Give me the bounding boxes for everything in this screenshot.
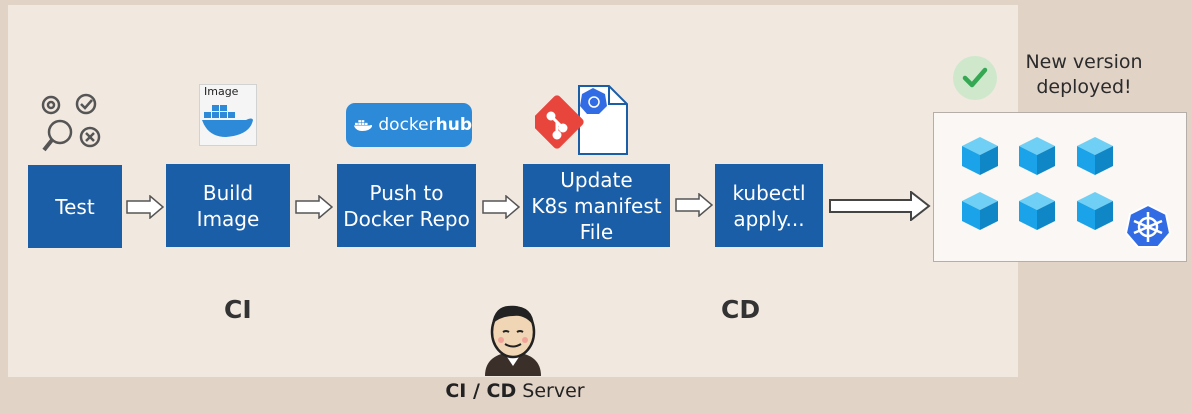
pod-cube-icon	[962, 137, 998, 175]
pod-cube-icon	[1077, 137, 1113, 175]
test-gears-icon	[41, 93, 101, 152]
arrow-build-to-push	[295, 195, 333, 219]
server-caption: CI / CD Server	[430, 380, 600, 402]
docker-image-icon: Image	[199, 84, 257, 146]
docker-hub-text-light: docker	[378, 115, 436, 135]
docker-hub-text: dockerhub	[378, 115, 472, 135]
kubernetes-icon	[1124, 203, 1172, 248]
cd-label: CD	[721, 295, 761, 324]
docker-whale-icon	[354, 120, 373, 131]
step-build-image: Build Image	[166, 164, 290, 247]
docker-hub-logo: dockerhub	[346, 103, 472, 147]
step-kubectl-apply: kubectl apply...	[715, 164, 823, 247]
arrow-update-to-kubectl	[675, 193, 713, 217]
step-push-label: Push to Docker Repo	[343, 180, 470, 231]
arrow-test-to-build	[126, 195, 164, 219]
step-test: Test	[28, 165, 122, 248]
server-caption-rest: Server	[516, 380, 585, 402]
arrow-kubectl-to-cluster	[829, 191, 931, 221]
step-update-manifest: Update K8s manifest File	[523, 164, 670, 247]
server-caption-bold: CI / CD	[445, 380, 517, 402]
step-build-image-label: Build Image	[196, 180, 260, 231]
step-update-label: Update K8s manifest File	[531, 167, 662, 244]
check-icon	[953, 56, 997, 100]
jenkins-icon	[485, 305, 541, 376]
arrow-push-to-update	[482, 195, 520, 219]
pod-cube-icon	[1019, 137, 1055, 175]
ci-label: CI	[224, 295, 252, 324]
pod-cube-icon	[1019, 192, 1055, 230]
pod-cube-icon	[1077, 192, 1113, 230]
step-test-label: Test	[55, 194, 95, 219]
docker-hub-text-bold: hub	[435, 115, 472, 135]
step-push-docker-repo: Push to Docker Repo	[337, 164, 476, 247]
pod-cube-icon	[962, 192, 998, 230]
step-kubectl-label: kubectl apply...	[732, 180, 806, 231]
image-card-label: Image	[204, 85, 239, 98]
git-manifest-icon	[535, 85, 628, 155]
deployed-message: New version deployed!	[1025, 51, 1143, 98]
